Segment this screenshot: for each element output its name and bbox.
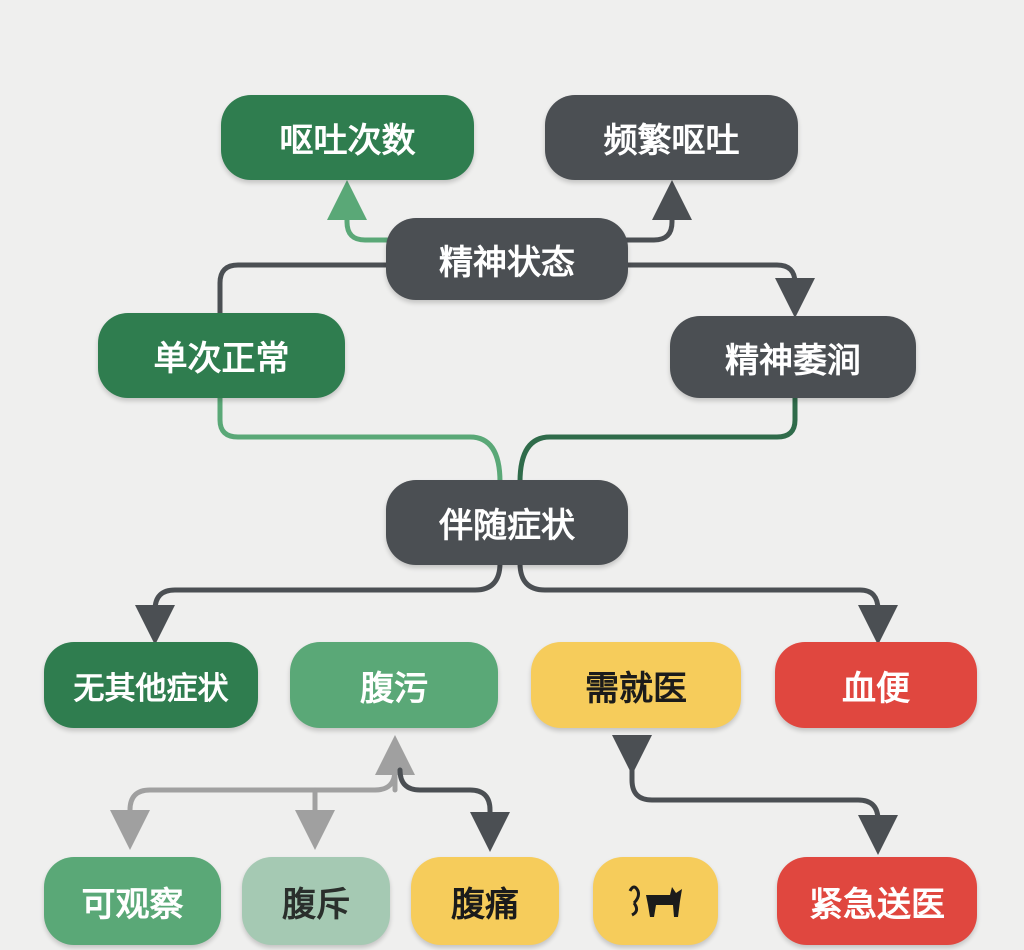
- node-vomit-count: 呕吐次数: [221, 95, 474, 180]
- link-mental-to-single: [217, 262, 393, 318]
- link-to-observe: [110, 767, 398, 850]
- link-accomp-to-blood: [517, 560, 898, 645]
- link-emergency-to-doctor: [612, 735, 898, 855]
- node-dog: [593, 857, 718, 945]
- node-lethargic: 精神萎涧: [670, 316, 916, 398]
- node-observe: 可观察: [44, 857, 221, 945]
- link-mental-to-frequent: [623, 180, 692, 243]
- node-bloody-stool: 血便: [775, 642, 977, 728]
- node-need-doctor: 需就医: [531, 642, 741, 728]
- node-no-other: 无其他症状: [44, 642, 258, 728]
- node-abdominal-pain: 腹痛: [411, 857, 559, 945]
- node-accompanying: 伴随症状: [386, 480, 628, 565]
- link-lethargic-to-accomp: [517, 395, 798, 485]
- dog-icon: [628, 885, 682, 917]
- node-abdomen-other: 腹斥: [242, 857, 390, 945]
- node-mental-state: 精神状态: [386, 218, 628, 300]
- node-single-normal: 单次正常: [98, 313, 345, 398]
- link-to-pain: [397, 767, 510, 852]
- link-mental-to-lethargic: [623, 262, 815, 318]
- node-frequent-vomit: 频繁呕吐: [545, 95, 798, 180]
- link-accomp-to-noother: [135, 560, 503, 645]
- node-diarrhea: 腹污: [290, 642, 498, 728]
- node-emergency: 紧急送医: [777, 857, 977, 945]
- link-single-to-accomp: [217, 395, 503, 485]
- link-mental-to-count: [327, 180, 393, 243]
